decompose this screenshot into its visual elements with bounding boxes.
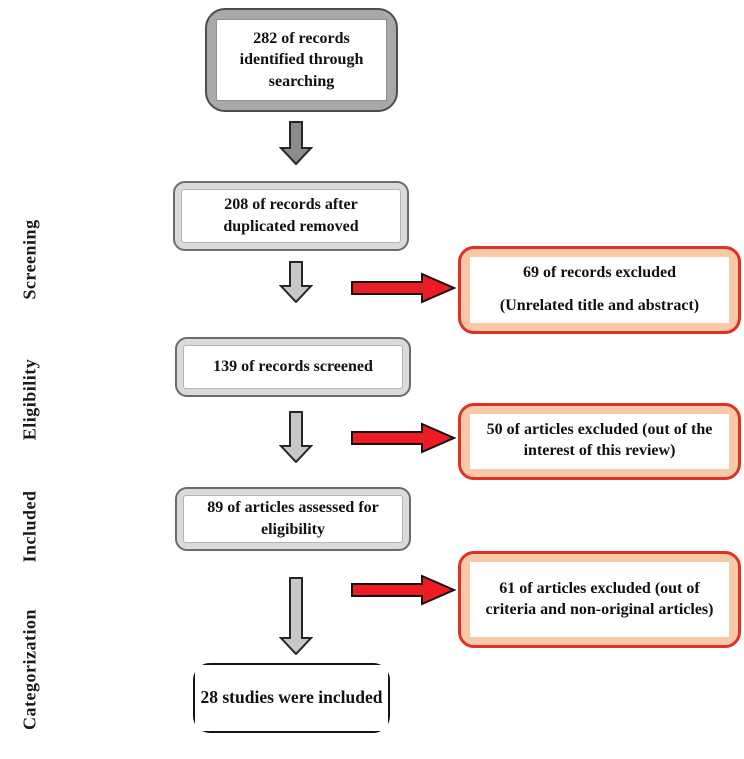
excluded-box-text: 50 of articles excluded (out of the inte…	[486, 421, 713, 459]
excluded-box-out-of-interest: 50 of articles excluded (out of the inte…	[458, 403, 741, 480]
right-arrow-icon	[351, 574, 456, 606]
stage-label-categorization: Categorization	[19, 609, 40, 730]
flow-box-text: 89 of articles assessed for eligibility	[207, 499, 379, 538]
right-arrow-icon	[351, 422, 456, 454]
flow-box-text: 282 of records identified through search…	[239, 29, 364, 90]
flow-box-records-identified: 282 of records identified through search…	[205, 8, 398, 112]
flow-box-records-screened: 139 of records screened	[175, 337, 411, 397]
excluded-box-line: (Unrelated title and abstract)	[499, 297, 700, 314]
down-arrow-icon	[279, 261, 313, 303]
down-arrow-icon	[279, 577, 313, 655]
flow-box-text: 139 of records screened	[213, 358, 373, 376]
flow-box-text: 28 studies were included	[200, 687, 383, 708]
excluded-box-title-abstract: 69 of records excluded (Unrelated title …	[458, 246, 741, 334]
flow-box-studies-included: 28 studies were included	[193, 663, 390, 733]
excluded-box-out-of-criteria: 61 of articles excluded (out of criteria…	[458, 551, 741, 648]
down-arrow-icon	[279, 121, 313, 165]
right-arrow-icon	[351, 272, 456, 304]
flow-box-text: 208 of records after duplicated removed	[223, 196, 359, 235]
flow-box-assessed-eligibility: 89 of articles assessed for eligibility	[175, 487, 411, 551]
flow-box-duplicates-removed: 208 of records after duplicated removed	[173, 181, 409, 251]
excluded-box-text: 61 of articles excluded (out of criteria…	[485, 579, 714, 618]
excluded-box-line: 69 of records excluded	[522, 264, 676, 282]
down-arrow-icon	[279, 411, 313, 463]
